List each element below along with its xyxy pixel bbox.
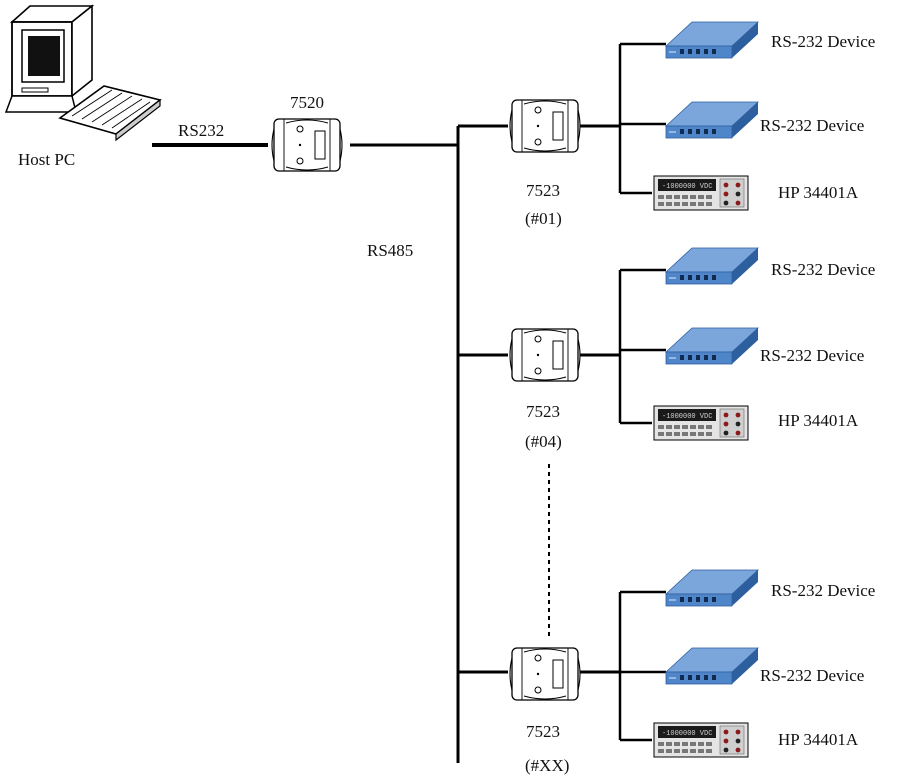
module-address-label: (#01) [525,209,562,228]
module-address-label: (#04) [525,432,562,451]
multimeter-icon [653,722,749,758]
rs232-device-icon [665,101,759,139]
device-label: RS-232 Device [760,116,864,135]
rs232-label: RS232 [178,121,224,140]
rs232-device-icon [665,327,759,365]
module-model-label: 7523 [526,722,560,741]
device-label: RS-232 Device [771,32,875,51]
converter-7520-icon [271,118,343,172]
module-group-04: 7523 (#04) RS-232 Device RS-232 Device H… [458,247,875,451]
module-address-label: (#XX) [525,756,569,775]
device-label: HP 34401A [778,411,859,430]
rs232-device-icon [665,569,759,607]
rs232-device-icon [665,247,759,285]
rs232-device-icon [665,21,759,59]
device-label: RS-232 Device [771,260,875,279]
device-label: HP 34401A [778,183,859,202]
module-7523-icon [509,99,581,153]
converter-7520-label: 7520 [290,93,324,112]
rs485-label: RS485 [367,241,413,260]
multimeter-icon [653,405,749,441]
device-label: HP 34401A [778,730,859,749]
rs232-device-icon [665,647,759,685]
module-group-xx: 7523 (#XX) RS-232 Device RS-232 Device H… [458,569,875,775]
host-pc-icon [5,5,161,141]
module-7523-icon [509,328,581,382]
module-model-label: 7523 [526,402,560,421]
module-model-label: 7523 [526,181,560,200]
multimeter-icon [653,175,749,211]
device-label: RS-232 Device [771,581,875,600]
host-pc-label: Host PC [18,150,75,169]
device-label: RS-232 Device [760,666,864,685]
module-7523-icon [509,647,581,701]
module-group-01: 7523 (#01) RS-232 Device RS-232 Device H… [458,21,875,228]
device-label: RS-232 Device [760,346,864,365]
